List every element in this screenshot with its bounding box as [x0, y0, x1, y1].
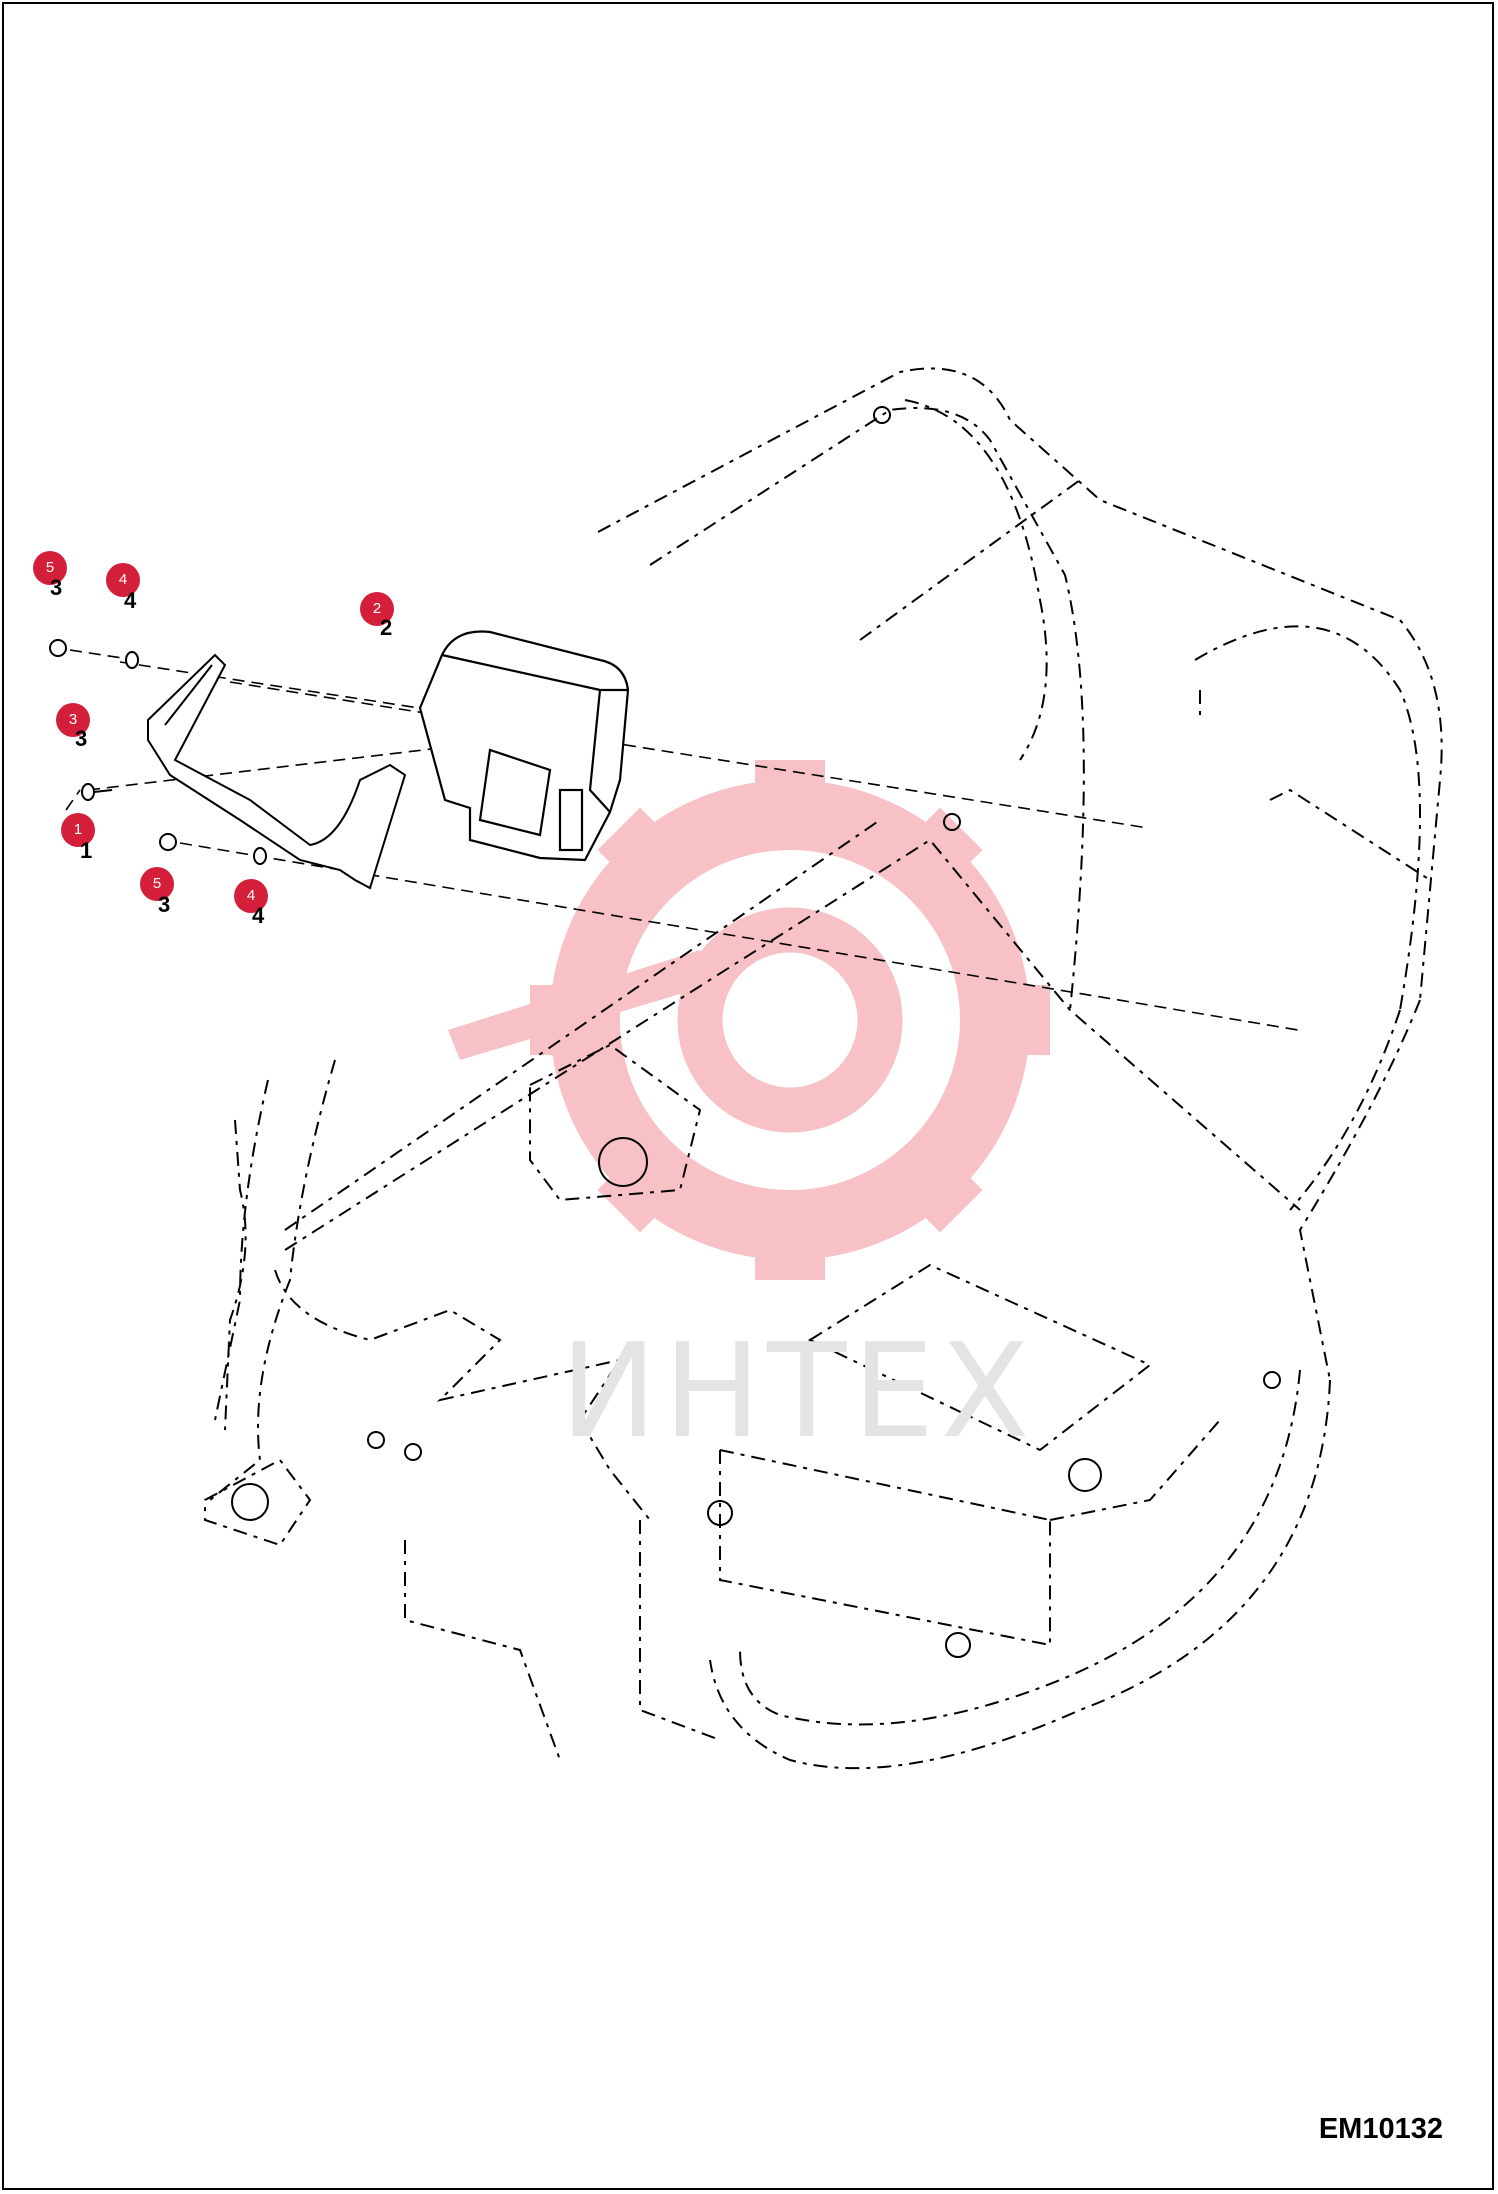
- part-number-label: 3: [50, 575, 63, 600]
- part-4-washers: [125, 651, 267, 865]
- part-number-label: 4: [124, 588, 137, 613]
- part-2-controller: [418, 630, 630, 862]
- callout-bubble: 5: [33, 551, 67, 585]
- drawing-code: EM10132: [1318, 2113, 1443, 2145]
- part-5-bolts: [49, 639, 177, 851]
- watermark-text: ИНТЕХ: [560, 1315, 1036, 1467]
- part-number-label: 3: [75, 726, 88, 751]
- callout-bubble: 4: [106, 563, 140, 597]
- part-number-label: 2: [380, 615, 393, 640]
- part-number-label: 4: [252, 903, 265, 928]
- callout-bubble: 4: [234, 879, 268, 913]
- leader-lines: [65, 649, 1299, 1031]
- callout-bubble: 3: [56, 703, 90, 737]
- watermark-gear-logo: [448, 760, 1050, 1280]
- callout-bubble: 2: [360, 592, 394, 626]
- machine-frame: [204, 367, 1443, 1770]
- part-number-label: 3: [158, 892, 171, 917]
- callout-bubble: 1: [61, 813, 95, 847]
- part-1-bolt: [81, 783, 113, 801]
- callout-bubble: 5: [140, 867, 174, 901]
- frame-holes: [231, 406, 1281, 1658]
- part-3-bracket: [147, 653, 407, 890]
- part-number-label: 1: [80, 838, 93, 863]
